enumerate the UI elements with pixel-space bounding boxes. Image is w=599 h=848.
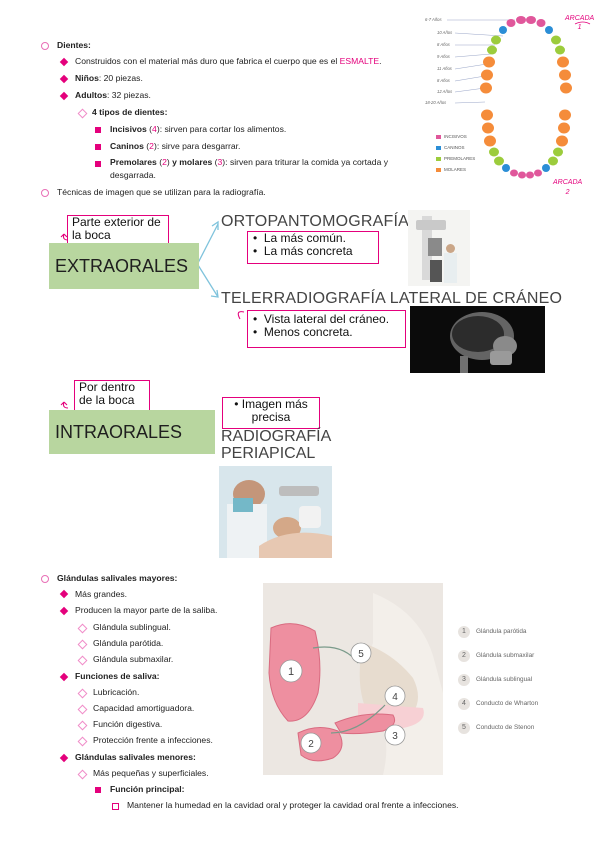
outline-diamond-bullet xyxy=(77,655,88,666)
age-label: 18-20 Años xyxy=(425,100,447,105)
saliva-function: Protección frente a infecciones. xyxy=(93,735,213,745)
legend-label: MOLARES xyxy=(444,167,467,172)
arcade-1-label: ARCADA 1 xyxy=(565,15,595,31)
gland-point: Producen la mayor parte de la saliba. xyxy=(75,605,218,615)
enamel-point: Construidos con el material más duro que… xyxy=(75,56,382,66)
square-bullet xyxy=(95,127,101,133)
diamond-bullet xyxy=(59,74,69,84)
orthopantomography-title: ORTOPANTOMOGRAFÍA xyxy=(221,213,410,230)
incisors-item: Incisivos (4): sirven para cortar los al… xyxy=(110,124,287,134)
main-function-header: Función principal: xyxy=(110,784,185,794)
intraorales-box: INTRAORALES xyxy=(49,410,215,454)
gland-name: Glándula submaxilar. xyxy=(93,654,174,664)
age-label: 11 Años xyxy=(437,66,452,71)
diamond-bullet xyxy=(59,672,69,682)
age-label: 8 Años xyxy=(437,78,450,83)
tooth-types-header: 4 tipos de dientes: xyxy=(92,107,168,117)
legend-label: Glándula sublingual xyxy=(476,676,533,683)
gland-name: Glándula parótida. xyxy=(93,638,164,648)
legend-number: 1 xyxy=(458,626,470,638)
legend-label: Glándula submaxilar xyxy=(476,652,535,659)
dental-arch-diagram: 6-7 Años 10 Años 8 Años 9 Años 11 Años 8… xyxy=(425,12,595,212)
major-glands-header: Glándulas salivales mayores: xyxy=(57,573,178,583)
lateral-skull-xray-image xyxy=(410,306,545,373)
children-point: Niños: 20 piezas. xyxy=(75,73,143,83)
premolars-item: Premolares (2) y molares (3): sirven par… xyxy=(110,157,389,167)
square-bullet xyxy=(95,787,101,793)
imaging-point: Técnicas de imagen que se utilizan para … xyxy=(57,187,266,197)
gland-name: Glándula sublingual. xyxy=(93,622,171,632)
adults-point: Adultos: 32 piezas. xyxy=(75,90,151,100)
minor-gland-point: Más pequeñas y superficiales. xyxy=(93,768,209,778)
legend-swatch xyxy=(436,168,441,172)
outline-diamond-bullet xyxy=(77,769,88,780)
age-label: 12 Años xyxy=(437,89,453,94)
main-function-text: Mantener la humedad en la cavidad oral y… xyxy=(127,800,459,810)
svg-text:3: 3 xyxy=(392,731,398,742)
legend-label: PREMOLARES xyxy=(444,156,476,161)
legend-number: 4 xyxy=(458,698,470,710)
gland-point: Más grandes. xyxy=(75,589,128,599)
legend-label: Conducto de Stenon xyxy=(476,724,535,731)
outline-diamond-bullet xyxy=(77,688,88,699)
periapical-title: RADIOGRAFÍA PERIAPICAL xyxy=(221,428,331,462)
legend-swatch xyxy=(436,157,441,161)
outline-diamond-bullet xyxy=(77,108,88,119)
diamond-bullet xyxy=(59,589,69,599)
svg-text:5: 5 xyxy=(358,649,364,660)
legend-swatch xyxy=(436,146,441,150)
saliva-function: Lubricación. xyxy=(93,687,140,697)
teeth-arch-svg xyxy=(447,16,591,179)
svg-text:4: 4 xyxy=(392,692,398,703)
outline-diamond-bullet xyxy=(77,704,88,715)
legend-number: 3 xyxy=(458,674,470,686)
minor-glands-header: Glándulas salivales menores: xyxy=(75,752,196,762)
saliva-functions-header: Funciones de saliva: xyxy=(75,671,160,681)
legend-label: CANINOS xyxy=(444,145,465,150)
intraoral-note: Por dentro de la boca xyxy=(74,380,150,411)
outline-diamond-bullet xyxy=(77,736,88,747)
legend-label: Conducto de Wharton xyxy=(476,700,539,707)
salivary-glands-illustration: 1 2 3 4 5 xyxy=(263,583,443,775)
square-bullet xyxy=(95,144,101,150)
periapical-note: • Imagen más precisa xyxy=(222,397,320,429)
legend-number: 5 xyxy=(458,722,470,734)
age-label: 6-7 Años xyxy=(425,17,442,22)
saliva-function: Función digestiva. xyxy=(93,719,163,729)
periapical-xray-photo xyxy=(219,466,332,558)
saliva-function: Capacidad amortiguadora. xyxy=(93,703,195,713)
legend-label: Glándula parótida xyxy=(476,628,527,635)
outline-square-bullet xyxy=(112,803,119,810)
diamond-bullet xyxy=(59,606,69,616)
outline-circle-bullet xyxy=(41,42,49,50)
teeth-header: Dientes: xyxy=(57,40,91,50)
age-label: 10 Años xyxy=(437,30,453,35)
legend-number: 2 xyxy=(458,650,470,662)
diamond-bullet xyxy=(59,753,69,763)
age-label: 9 Años xyxy=(437,54,450,59)
extraoral-note: Parte exterior de la boca xyxy=(67,215,169,244)
arcade-2-label: ARCADA 2 xyxy=(553,179,583,196)
diamond-bullet xyxy=(59,57,69,67)
premolars-item-cont: desgarrada. xyxy=(110,170,156,180)
legend-label: INCISIVOS xyxy=(444,134,467,139)
outline-diamond-bullet xyxy=(77,623,88,634)
age-label: 8 Años xyxy=(437,42,450,47)
svg-text:2: 2 xyxy=(308,739,314,750)
canines-item: Caninos (2): sirve para desgarrar. xyxy=(110,141,241,151)
cephalometric-notes: • Vista lateral del cráneo. • Menos conc… xyxy=(247,310,406,348)
legend-swatch xyxy=(436,135,441,139)
outline-diamond-bullet xyxy=(77,639,88,650)
diamond-bullet xyxy=(59,91,69,101)
outline-diamond-bullet xyxy=(77,720,88,731)
outline-circle-bullet xyxy=(41,189,49,197)
extraorales-box: EXTRAORALES xyxy=(49,243,199,289)
orthopantomography-notes: • La más común. • La más concreta xyxy=(247,231,379,264)
svg-text:1: 1 xyxy=(288,666,294,678)
outline-circle-bullet xyxy=(41,575,49,583)
cephalometric-xray-title: TELERRADIOGRAFÍA LATERAL DE CRÁNEO xyxy=(221,290,563,307)
orthopantomograph-photo xyxy=(408,210,470,286)
square-bullet xyxy=(95,161,101,167)
